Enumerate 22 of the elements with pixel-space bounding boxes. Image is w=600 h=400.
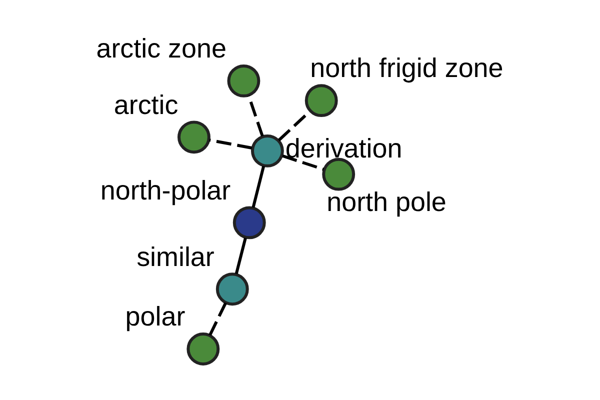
node-circle: [232, 206, 266, 240]
node-circle: [250, 134, 284, 168]
node-circle: [304, 84, 338, 118]
node-circle: [322, 158, 355, 191]
connector: [251, 166, 265, 208]
node-circle: [177, 120, 210, 154]
connector: [246, 95, 264, 137]
node-label: north frigid zone: [310, 53, 503, 84]
node-label: derivation: [284, 134, 402, 164]
node-label: north pole: [326, 186, 446, 217]
connector: [208, 138, 252, 150]
node-circle: [186, 332, 220, 366]
connector: [282, 154, 324, 171]
node-circle: [215, 272, 248, 306]
connector: [208, 302, 226, 336]
connector: [234, 238, 246, 274]
node-label: polar: [124, 302, 185, 332]
node-label: arctic: [113, 90, 178, 120]
node-label: similar: [136, 242, 214, 272]
node-circle: [226, 64, 260, 98]
node-label: arctic zone: [96, 34, 226, 64]
node-label: north-polar: [100, 175, 230, 206]
